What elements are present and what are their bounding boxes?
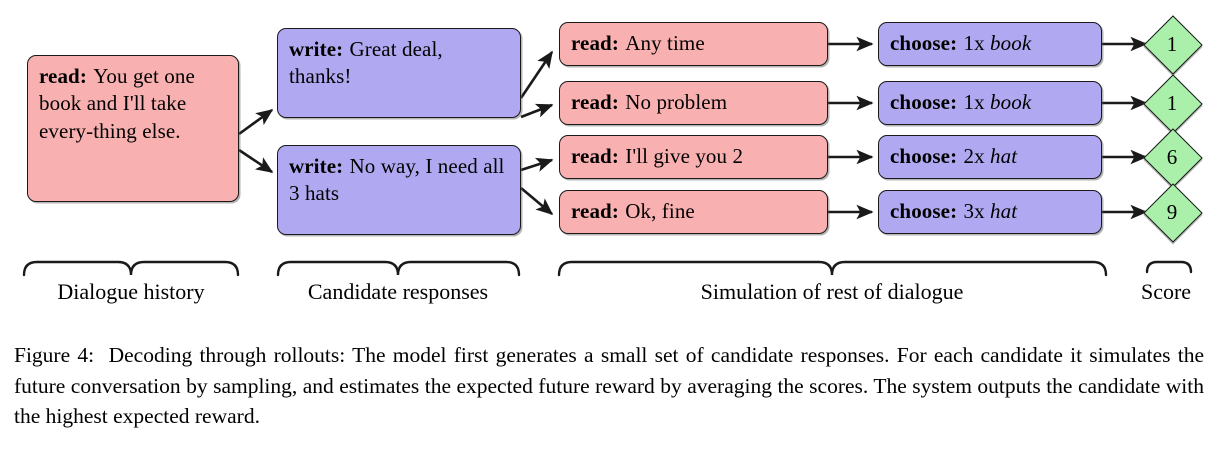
simulation-3-text: I'll give you 2 — [625, 144, 744, 169]
dialogue-history-act: read: — [39, 64, 87, 88]
choose-1-count: 1x — [963, 31, 985, 56]
choose-2-item: book — [990, 90, 1032, 115]
choose-2-act: choose: — [890, 90, 958, 115]
simulation-2-act: read: — [571, 90, 619, 115]
group-label-dialogue-history: Dialogue history — [57, 279, 205, 304]
choose-3-act: choose: — [890, 144, 958, 169]
choose-4-count: 3x — [963, 199, 985, 224]
choose-4-item: hat — [990, 199, 1018, 224]
choose-3-item: hat — [990, 144, 1018, 169]
choose-box-2[interactable]: choose:1x book — [878, 81, 1102, 125]
figure-caption-body: Decoding through rollouts: The model fir… — [14, 343, 1205, 429]
brace-candidate-responses — [276, 260, 521, 277]
simulation-3-act: read: — [571, 144, 619, 169]
choose-1-item: book — [990, 31, 1032, 56]
brace-score — [1145, 260, 1193, 274]
brace-dialogue-history — [22, 260, 240, 277]
candidate-response-box-2[interactable]: write:No way, I need all 3 hats — [277, 145, 521, 235]
simulation-1-text: Any time — [625, 31, 705, 56]
score-value-3: 6 — [1166, 144, 1178, 169]
score-value-2: 1 — [1166, 90, 1178, 115]
simulation-box-3[interactable]: read:I'll give you 2 — [559, 135, 828, 179]
simulation-2-text: No problem — [625, 90, 728, 115]
choose-box-4[interactable]: choose:3x hat — [878, 190, 1102, 234]
dialogue-history-box[interactable]: read:You get one book and I'll take ever… — [27, 55, 239, 202]
candidate-2-act: write: — [289, 154, 344, 178]
choose-box-3[interactable]: choose:2x hat — [878, 135, 1102, 179]
choose-4-act: choose: — [890, 199, 958, 224]
choose-1-act: choose: — [890, 31, 958, 56]
group-label-simulation: Simulation of rest of dialogue — [700, 279, 964, 304]
figure-number: Figure 4: — [14, 343, 95, 367]
candidate-1-act: write: — [289, 37, 344, 61]
choose-2-count: 1x — [963, 90, 985, 115]
dialogue-history-text: You get one book and I'll take every-thi… — [39, 64, 195, 143]
candidate-2-text: No way, I need all 3 hats — [289, 154, 505, 206]
candidate-response-box-1[interactable]: write:Great deal, thanks! — [277, 28, 521, 118]
group-label-score: Score — [1140, 279, 1192, 304]
simulation-4-text: Ok, fine — [625, 199, 695, 224]
score-value-1: 1 — [1166, 31, 1178, 56]
brace-simulation — [557, 260, 1108, 277]
choose-box-1[interactable]: choose:1x book — [878, 22, 1102, 66]
choose-3-count: 2x — [963, 144, 985, 169]
simulation-1-act: read: — [571, 31, 619, 56]
candidate-1-text: Great deal, thanks! — [289, 37, 443, 89]
score-value-4: 9 — [1166, 199, 1178, 224]
group-label-candidate-responses: Candidate responses — [307, 279, 489, 304]
simulation-box-1[interactable]: read:Any time — [559, 22, 828, 66]
simulation-4-act: read: — [571, 199, 619, 224]
figure-caption: Figure 4: Decoding through rollouts: The… — [14, 340, 1204, 432]
simulation-box-4[interactable]: read:Ok, fine — [559, 190, 828, 234]
simulation-box-2[interactable]: read:No problem — [559, 81, 828, 125]
